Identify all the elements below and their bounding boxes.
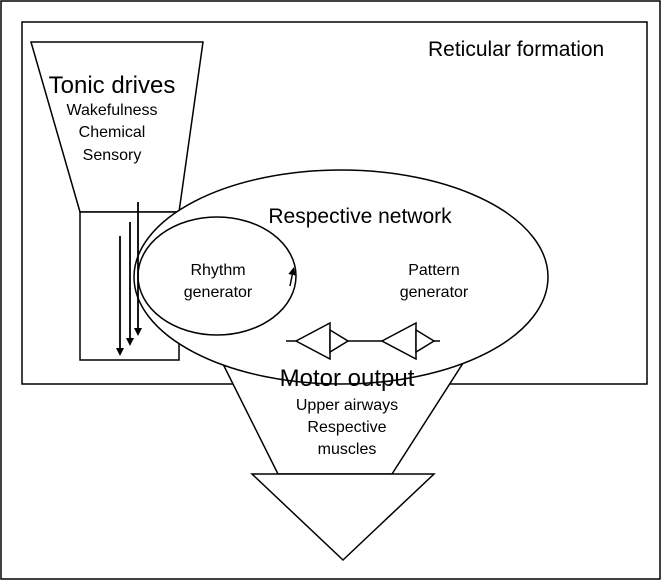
tonic-drive-item: Wakefulness — [66, 102, 158, 119]
tonic-drive-item: Sensory — [82, 147, 142, 164]
neuron-chain-icon — [286, 321, 440, 361]
motor-output-item: Upper airways — [295, 397, 399, 414]
tonic-drive-item: Chemical — [78, 124, 146, 141]
motor-output-item: Respective — [307, 419, 387, 436]
reticular-formation-label: Reticular formation — [428, 38, 605, 61]
rhythm-generator-label: Rhythm — [190, 262, 246, 279]
output-triangle — [250, 473, 436, 562]
pattern-generator-label: generator — [399, 284, 469, 301]
respective-network-title: Respective network — [268, 205, 452, 228]
pattern-generator-label: Pattern — [408, 262, 460, 279]
loop-arrow-icon — [288, 267, 297, 287]
rhythm-generator-label: generator — [183, 284, 253, 301]
motor-output-title: Motor output — [279, 365, 415, 392]
motor-output-item: muscles — [317, 441, 377, 458]
tonic-drives-title: Tonic drives — [48, 72, 176, 99]
